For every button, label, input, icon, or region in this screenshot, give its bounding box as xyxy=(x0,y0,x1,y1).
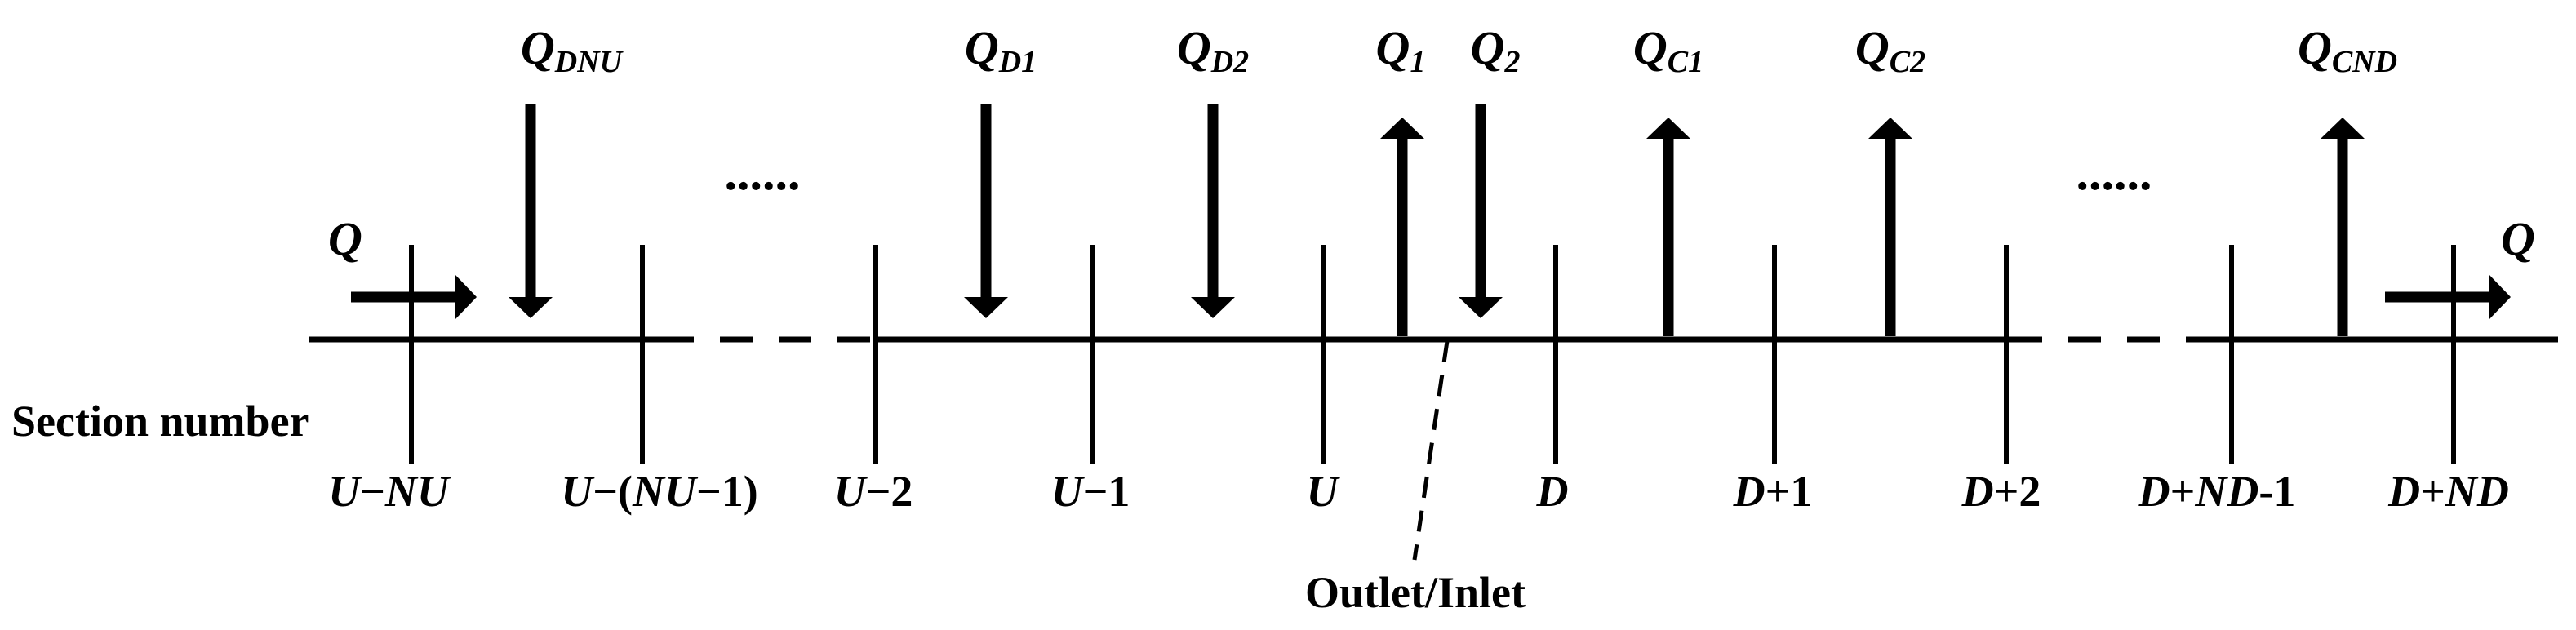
label-q-c1: QC1 xyxy=(1633,21,1703,79)
label-q-dnu: QDNU xyxy=(521,21,624,79)
section-labels: U−NU U−(NU−1) U−2 U−1 U D D+1 D+2 D+ND-1… xyxy=(328,467,2509,516)
section-label-u: U xyxy=(1307,467,1341,516)
section-number-label: Section number xyxy=(11,397,309,446)
flow-arrows xyxy=(351,104,2511,336)
ellipsis-left: ...... xyxy=(725,145,801,201)
section-ticks xyxy=(409,245,2456,464)
section-label-u-2: U−2 xyxy=(834,467,913,516)
section-label-d-2: D+2 xyxy=(1961,467,2041,516)
section-label-d-nd-1: D+ND-1 xyxy=(2138,467,2296,516)
outlet-inlet-label: Outlet/Inlet xyxy=(1305,568,1526,617)
section-label-u-nu-1: U−(NU−1) xyxy=(561,467,758,516)
section-label-d: D xyxy=(1536,467,1569,516)
ellipsis-right: ...... xyxy=(2076,145,2152,201)
label-q-d1: QD1 xyxy=(965,21,1037,79)
label-q-cnd: QCND xyxy=(2298,21,2397,79)
label-q-1: Q1 xyxy=(1376,21,1426,79)
inflow-label: Q xyxy=(328,212,362,265)
section-label-d-nd: D+ND xyxy=(2387,467,2509,516)
section-label-u-1: U−1 xyxy=(1051,467,1130,516)
label-q-c2: QC2 xyxy=(1855,21,1925,79)
section-label-u-nu: U−NU xyxy=(328,467,451,516)
outlet-inlet-pointer xyxy=(1412,340,1450,561)
label-q-d2: QD2 xyxy=(1177,21,1249,79)
label-q-2: Q2 xyxy=(1471,21,1521,79)
outflow-label: Q xyxy=(2501,212,2535,265)
section-label-d-1: D+1 xyxy=(1733,467,1813,516)
lateral-flow-labels: QDNU QD1 QD2 Q1 Q2 QC1 QC2 QCND xyxy=(521,21,2397,79)
